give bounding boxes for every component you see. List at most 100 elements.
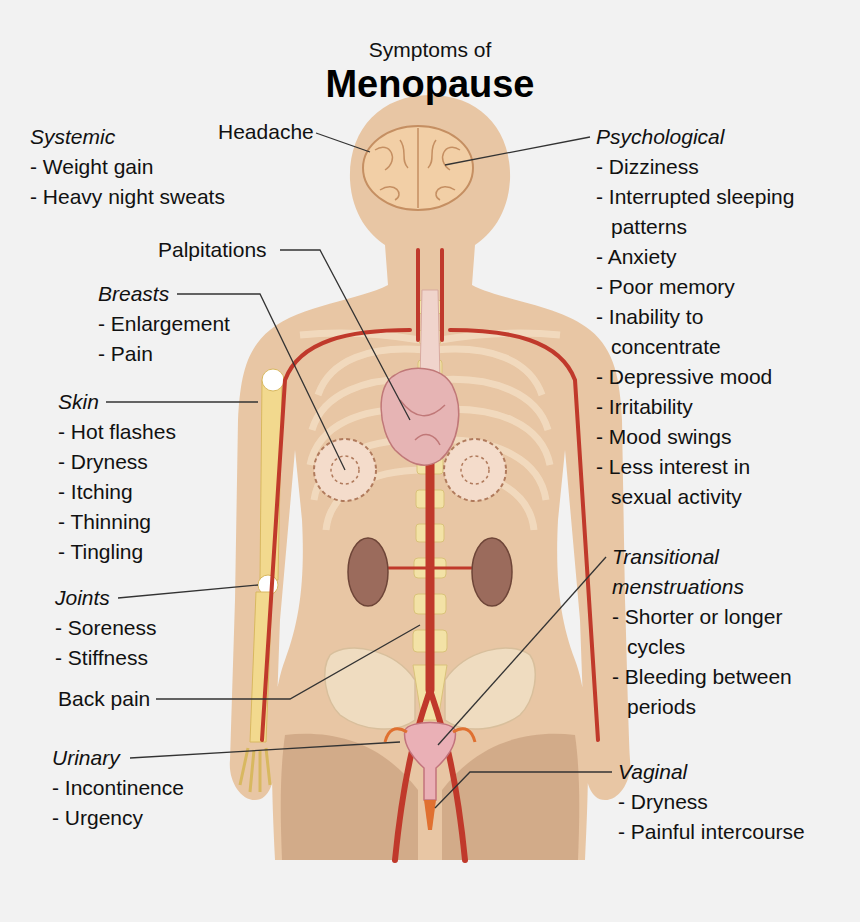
symptom-item: - Pain (98, 339, 153, 369)
diagram-title: Menopause (0, 62, 860, 106)
symptom-item: - Depressive mood (596, 362, 772, 392)
label-anchor: Skin (58, 387, 99, 417)
label-anchor: - Weight gain (30, 152, 153, 182)
symptom-item: - Enlargement (98, 309, 230, 339)
label-anchor: Headache (218, 117, 314, 147)
kidney (472, 538, 512, 606)
body-silhouette (230, 95, 630, 860)
leader-line (435, 772, 612, 808)
label-anchor: Psychological (596, 122, 724, 152)
label-anchor: - Hot flashes (58, 417, 176, 447)
group-heading: Vaginal (618, 757, 687, 787)
title-anchor: Menopause (0, 62, 860, 106)
symptom-label: Palpitations (158, 235, 267, 265)
label-anchor: - Irritability (596, 392, 693, 422)
symptom-item: - Hot flashes (58, 417, 176, 447)
symptom-item: - Interrupted sleeping patterns (596, 182, 826, 242)
label-anchor: - Stiffness (55, 643, 148, 673)
symptom-item: - Mood swings (596, 422, 731, 452)
label-anchor: - Dizziness (596, 152, 699, 182)
mammary-gland (444, 439, 506, 501)
hand-bones (240, 748, 270, 792)
brain (363, 126, 473, 210)
arm-artery (450, 330, 598, 740)
label-anchor: - Soreness (55, 613, 157, 643)
label-anchor: Palpitations (158, 235, 267, 265)
label-anchor: - Thinning (58, 507, 151, 537)
symptom-item: - Anxiety (596, 242, 677, 272)
leader-lines (106, 133, 612, 808)
rib (435, 440, 546, 500)
group-heading: Skin (58, 387, 99, 417)
pelvis-bone (325, 648, 415, 729)
symptom-item: - Urgency (52, 803, 143, 833)
renal-artery (380, 567, 480, 570)
vagina (424, 800, 436, 830)
symptom-item: - Painful intercourse (618, 817, 805, 847)
symptom-item: - Itching (58, 477, 133, 507)
symptom-item: - Less interest in sexual activity (596, 452, 781, 512)
label-anchor: - Mood swings (596, 422, 731, 452)
brain-shape (363, 126, 473, 210)
brain-folds (375, 128, 460, 208)
group-heading: Urinary (52, 743, 120, 773)
group-heading: Systemic (30, 122, 115, 152)
group-heading: Joints (55, 583, 110, 613)
symptom-item: - Dizziness (596, 152, 699, 182)
symptom-item: - Dryness (618, 787, 708, 817)
leader-line (130, 742, 400, 758)
label-anchor: - Bleeding between periods (612, 662, 812, 722)
label-anchor: - Heavy night sweats (30, 182, 225, 212)
symptom-item: - Bleeding between periods (612, 662, 812, 722)
symptom-item: - Poor memory (596, 272, 735, 302)
label-anchor: - Anxiety (596, 242, 677, 272)
leader-line (316, 133, 370, 152)
symptom-item: - Inability to concentrate (596, 302, 751, 362)
symptom-item: - Shorter or longer cycles (612, 602, 807, 662)
label-anchor: - Painful intercourse (618, 817, 805, 847)
label-anchor: - Tingling (58, 537, 143, 567)
group-heading: Psychological (596, 122, 724, 152)
label-anchor: - Depressive mood (596, 362, 772, 392)
uterus (385, 723, 475, 831)
fallopian-tube (385, 729, 475, 742)
symptom-item: - Dryness (58, 447, 148, 477)
group-heading: Transitional menstruations (612, 542, 812, 602)
mammary-gland-core (461, 456, 489, 484)
label-anchor: Urinary (52, 743, 120, 773)
symptom-item: - Irritability (596, 392, 693, 422)
symptom-item: - Thinning (58, 507, 151, 537)
heart (381, 368, 459, 465)
label-anchor: - Less interest in sexual activity (596, 452, 781, 512)
label-anchor: Transitional menstruations (612, 542, 812, 602)
symptom-item: - Stiffness (55, 643, 148, 673)
symptom-label: Headache (218, 117, 314, 147)
trachea (420, 290, 440, 380)
symptom-label: Back pain (58, 684, 150, 714)
leader-line (118, 585, 258, 598)
label-anchor: Joints (55, 583, 110, 613)
symptom-item: - Tingling (58, 537, 143, 567)
label-anchor: - Inability to concentrate (596, 302, 751, 362)
label-anchor: Vaginal (618, 757, 687, 787)
label-anchor: - Incontinence (52, 773, 184, 803)
heart-shape (381, 368, 459, 465)
shoulder-joint (262, 369, 284, 391)
leader-line (156, 625, 420, 699)
subtitle-text: Symptoms of (0, 35, 860, 65)
label-anchor: - Enlargement (98, 309, 230, 339)
pelvis-bone (445, 648, 535, 729)
symptom-item: - Incontinence (52, 773, 184, 803)
label-anchor: - Interrupted sleeping patterns (596, 182, 826, 242)
mammary-glands (314, 439, 506, 501)
leader-line (106, 401, 258, 402)
label-anchor: Symptoms of (0, 35, 860, 65)
label-anchor: - Pain (98, 339, 153, 369)
group-heading: Breasts (98, 279, 169, 309)
kidneys (348, 538, 512, 606)
symptom-item: - Soreness (55, 613, 157, 643)
label-anchor: Systemic (30, 122, 115, 152)
symptom-item: - Weight gain (30, 152, 153, 182)
label-anchor: Back pain (58, 684, 150, 714)
